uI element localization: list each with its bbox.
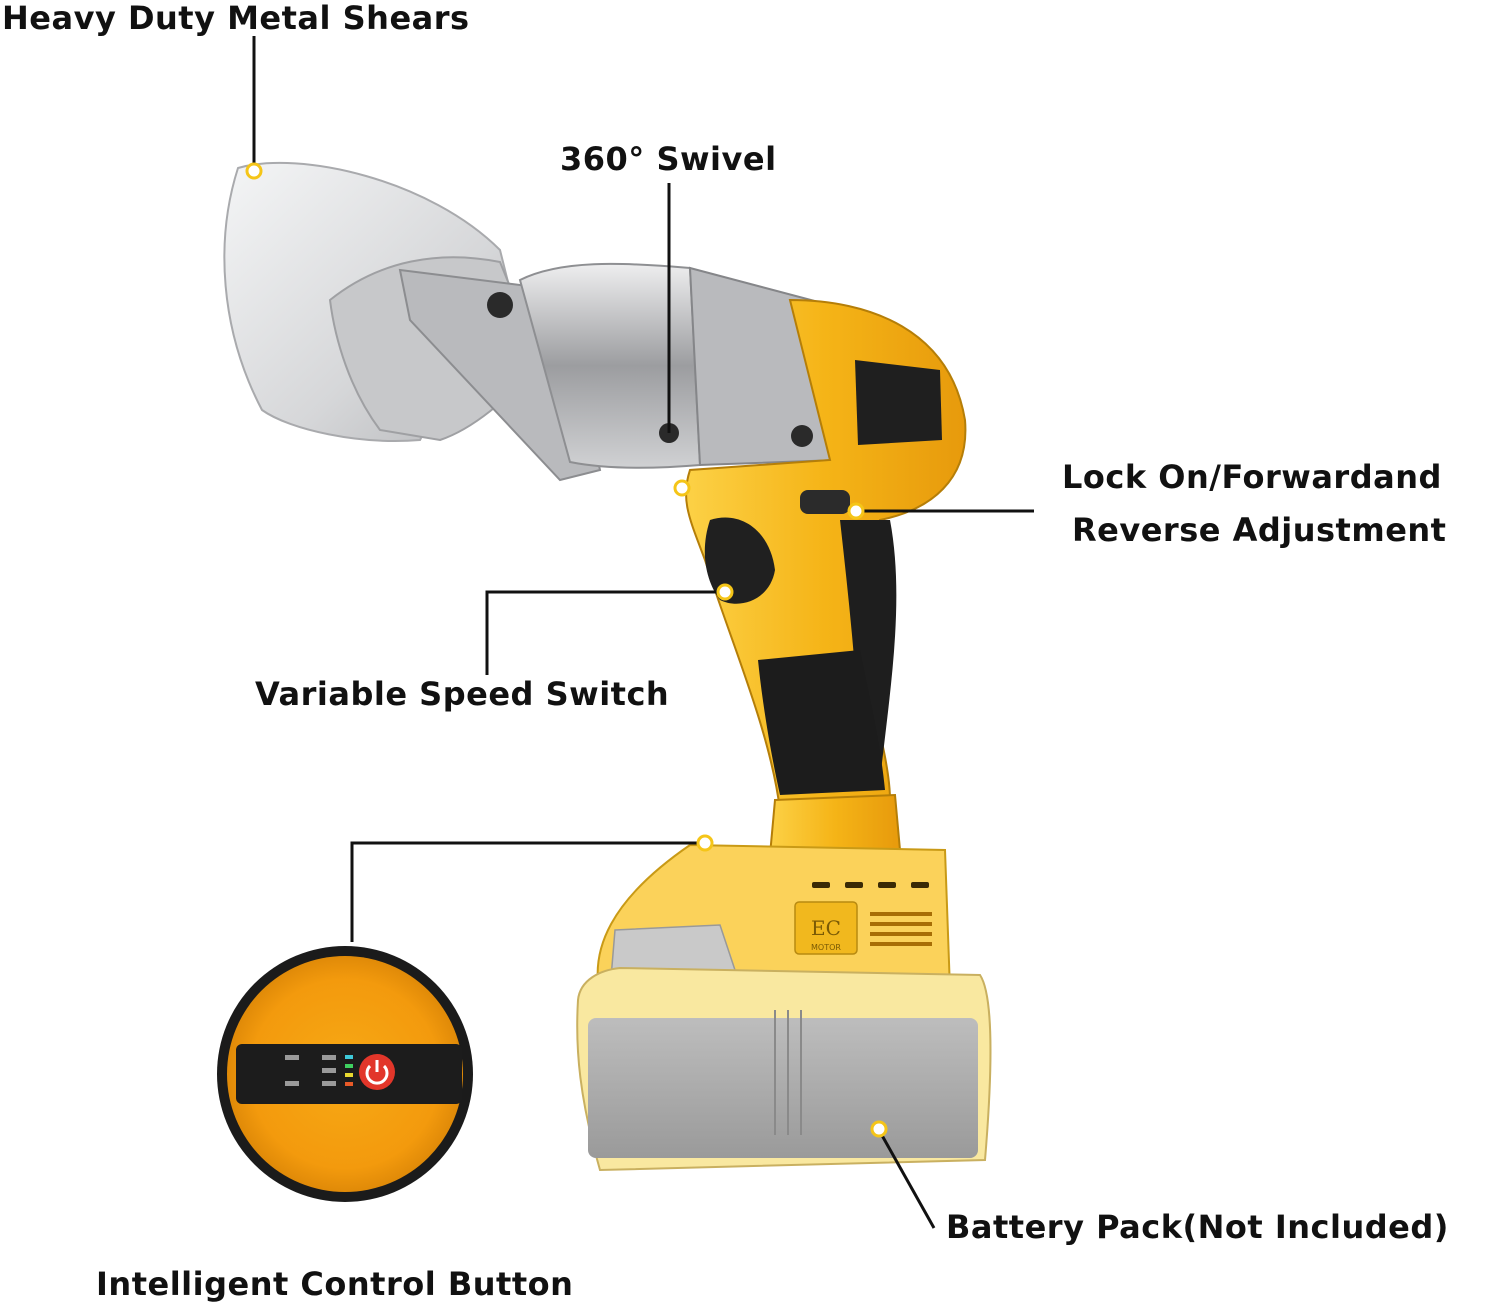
callout-dot-battery: [870, 1120, 888, 1138]
ec-badge-subtext: MOTOR: [811, 943, 841, 952]
label-360-swivel: 360° Swivel: [560, 140, 777, 178]
callouts: [252, 36, 1034, 1229]
control-button-inset: [217, 946, 473, 1202]
label-battery-pack: Battery Pack(Not Included): [946, 1208, 1449, 1246]
label-lock-on-line1: Lock On/Forwardand: [1062, 458, 1442, 496]
callout-dot-control: [696, 834, 714, 852]
callout-dot-lock: [847, 502, 865, 520]
callout-dot-speed: [716, 583, 734, 601]
label-intelligent-control-button: Intelligent Control Button: [96, 1265, 574, 1303]
callout-dot-heavy: [245, 162, 263, 180]
label-heavy-duty-metal-shears: Heavy Duty Metal Shears: [2, 0, 470, 37]
swivel-head: [518, 262, 840, 469]
ec-badge: EC: [811, 916, 841, 940]
label-lock-on-line2: Reverse Adjustment: [1072, 511, 1447, 549]
battery-pack: EC MOTOR: [576, 843, 992, 1172]
callout-line-control: [350, 841, 705, 942]
tool-body: [684, 298, 967, 857]
label-variable-speed-switch: Variable Speed Switch: [255, 675, 670, 713]
callout-line-battery: [877, 1129, 936, 1229]
callout-line-speed: [485, 590, 725, 675]
callout-dot-swivel: [673, 479, 691, 497]
